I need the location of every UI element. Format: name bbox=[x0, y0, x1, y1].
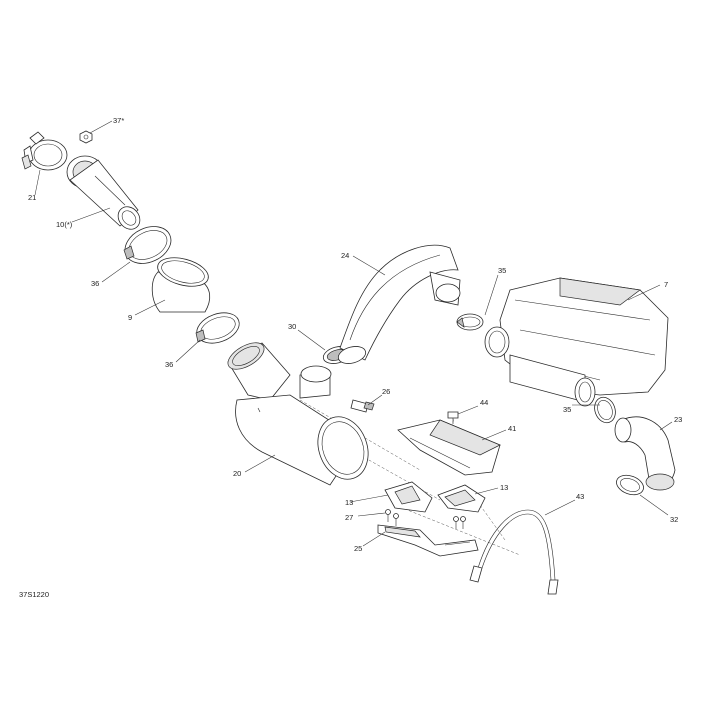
callout-25: 25 bbox=[354, 544, 362, 553]
callout-44: 44 bbox=[480, 398, 488, 407]
callout-9: 9 bbox=[128, 313, 132, 322]
callout-10: 10(*) bbox=[56, 220, 73, 229]
sleeve-part-9 bbox=[151, 257, 211, 313]
hose-clamp-part-35-lower bbox=[594, 396, 616, 424]
callout-30: 30 bbox=[288, 322, 296, 331]
callout-27: 27 bbox=[345, 513, 353, 522]
callout-24: 24 bbox=[341, 251, 349, 260]
callout-35-upper: 35 bbox=[498, 266, 506, 275]
callout-23: 23 bbox=[674, 415, 682, 424]
hose-clamp-part-36-lower bbox=[195, 312, 240, 344]
clamp-part-21 bbox=[21, 131, 68, 171]
connecting-pipe-part-24 bbox=[337, 244, 461, 364]
callout-7: 7 bbox=[664, 280, 668, 289]
bracket-part-13-left bbox=[384, 481, 433, 513]
reference-code: 37S1220 bbox=[19, 590, 49, 599]
heat-shield-part-41 bbox=[397, 419, 501, 476]
callout-35-lower: 35 bbox=[563, 405, 571, 414]
resonator-part-7 bbox=[484, 277, 669, 407]
screw-part-44 bbox=[447, 411, 459, 424]
callout-13-right: 13 bbox=[500, 483, 508, 492]
leader-lines bbox=[34, 120, 673, 547]
sensor-part-26 bbox=[350, 399, 375, 413]
hose-clamp-part-36-upper bbox=[123, 226, 172, 264]
callout-13-left: 13 bbox=[345, 498, 353, 507]
hose-clamp-part-32 bbox=[616, 474, 644, 496]
nut-part-37 bbox=[79, 130, 93, 144]
callout-32: 32 bbox=[670, 515, 678, 524]
callout-labels: 37* 21 10(*) 36 9 36 24 35 7 30 26 44 41… bbox=[28, 116, 682, 553]
callout-20: 20 bbox=[233, 469, 241, 478]
callout-36-upper: 36 bbox=[91, 279, 99, 288]
bracket-part-13-right bbox=[437, 484, 486, 513]
callout-37: 37* bbox=[113, 116, 124, 125]
hose-clamp-part-35-upper bbox=[456, 313, 484, 331]
strap-part-43 bbox=[469, 509, 559, 595]
muffler-part-20 bbox=[227, 342, 369, 486]
callout-41: 41 bbox=[508, 424, 516, 433]
assembly-guide-lines bbox=[299, 399, 521, 556]
elbow-hose-part-23 bbox=[614, 416, 676, 491]
bolts-part-27 bbox=[385, 509, 466, 529]
callout-21: 21 bbox=[28, 193, 36, 202]
callout-36-lower: 36 bbox=[165, 360, 173, 369]
inlet-tube-part-10 bbox=[66, 155, 141, 230]
callout-43: 43 bbox=[576, 492, 584, 501]
support-bracket-part-25 bbox=[377, 524, 479, 557]
callout-26: 26 bbox=[382, 387, 390, 396]
